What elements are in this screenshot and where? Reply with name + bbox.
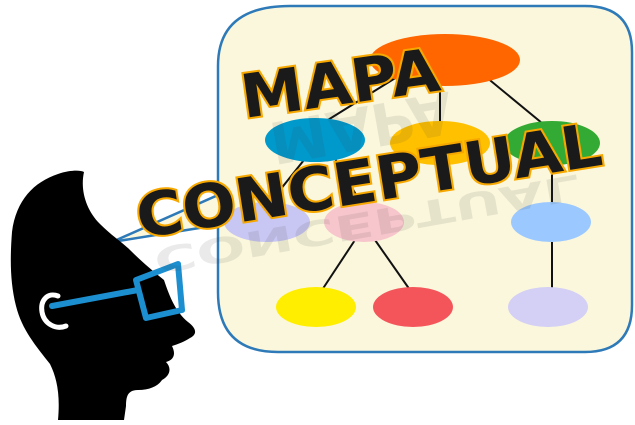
connector-pink-red (374, 239, 411, 291)
glasses-lens (133, 261, 185, 321)
node-yellow (276, 287, 356, 327)
connector-pink-yellow (321, 239, 356, 291)
node-pink (324, 202, 404, 242)
glasses-arm (49, 287, 141, 309)
node-lavender (224, 202, 310, 242)
concept-map-connectors (267, 71, 553, 291)
speech-bubble-shape (111, 4, 634, 354)
node-root (370, 34, 520, 86)
node-amber (390, 121, 490, 165)
node-lightblue (511, 202, 591, 242)
node-red (373, 287, 453, 327)
concept-map-icon (224, 34, 600, 327)
ear-outline (39, 292, 69, 330)
glasses-icon (49, 261, 185, 321)
connector-root-green (479, 71, 549, 129)
node-green (504, 121, 600, 165)
speech-bubble-icon (111, 4, 634, 354)
connector-root-blue (314, 71, 406, 129)
node-blue (265, 118, 365, 162)
node-lilac (508, 287, 588, 327)
